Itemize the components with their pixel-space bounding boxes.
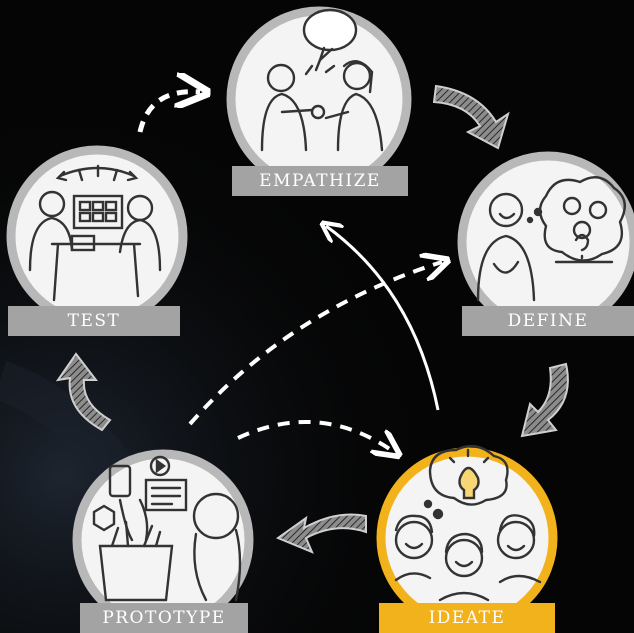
stage-label-empathize: EMPATHIZE — [232, 166, 408, 196]
stage-label-ideate: IDEATE — [379, 603, 555, 633]
test-stage — [11, 150, 183, 322]
stage-label-prototype: PROTOTYPE — [80, 603, 248, 633]
empathize-stage — [231, 10, 407, 187]
stage-label-define: DEFINE — [462, 306, 634, 336]
ideate-stage — [381, 446, 553, 624]
define-stage — [462, 156, 634, 328]
prototype-stage — [77, 454, 249, 626]
stage-label-test: TEST — [8, 306, 180, 336]
